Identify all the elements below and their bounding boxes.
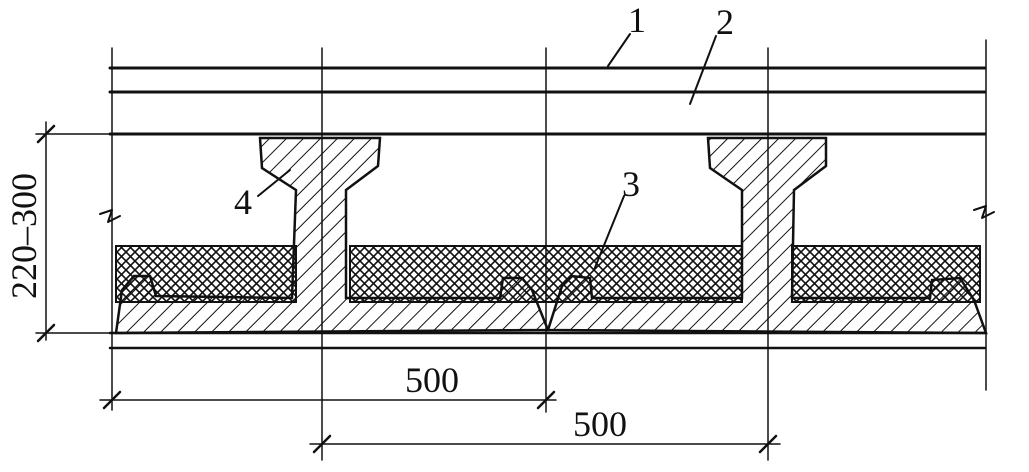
spacing-dimension-upper: 500 (309, 404, 781, 454)
spacing-upper-tick-left (312, 434, 332, 454)
callouts: 1 2 3 4 (234, 0, 734, 271)
break-marks (99, 205, 995, 223)
spacing-upper-label: 500 (573, 404, 627, 444)
bottom-lines (108, 331, 987, 350)
height-dimension: 220–300 (4, 121, 113, 343)
spacing-upper-tick-right (758, 434, 778, 454)
spacing-lower-label: 500 (405, 360, 459, 400)
floor-layers (108, 66, 987, 136)
ribbed-panel (114, 136, 988, 335)
panel-left (114, 136, 550, 335)
leader-4 (257, 169, 291, 197)
axis-lines (111, 39, 987, 461)
callout-4: 4 (234, 182, 252, 222)
callout-3: 3 (622, 164, 640, 204)
height-tick-top (36, 124, 56, 144)
break-mark-right (973, 205, 995, 219)
height-dimension-label: 220–300 (4, 173, 44, 299)
height-tick-bottom (36, 323, 56, 343)
spacing-lower-tick-right (536, 390, 556, 410)
callout-2: 2 (716, 2, 734, 42)
leader-2 (689, 35, 717, 105)
spacing-lower-tick-left (102, 390, 122, 410)
leader-1 (607, 33, 631, 67)
leader-3 (593, 195, 625, 271)
break-mark-left (99, 209, 121, 223)
panel-right (546, 136, 988, 335)
insulation-infill (115, 245, 981, 303)
callout-1: 1 (628, 0, 646, 40)
spacing-dimension-lower: 500 (99, 360, 557, 410)
